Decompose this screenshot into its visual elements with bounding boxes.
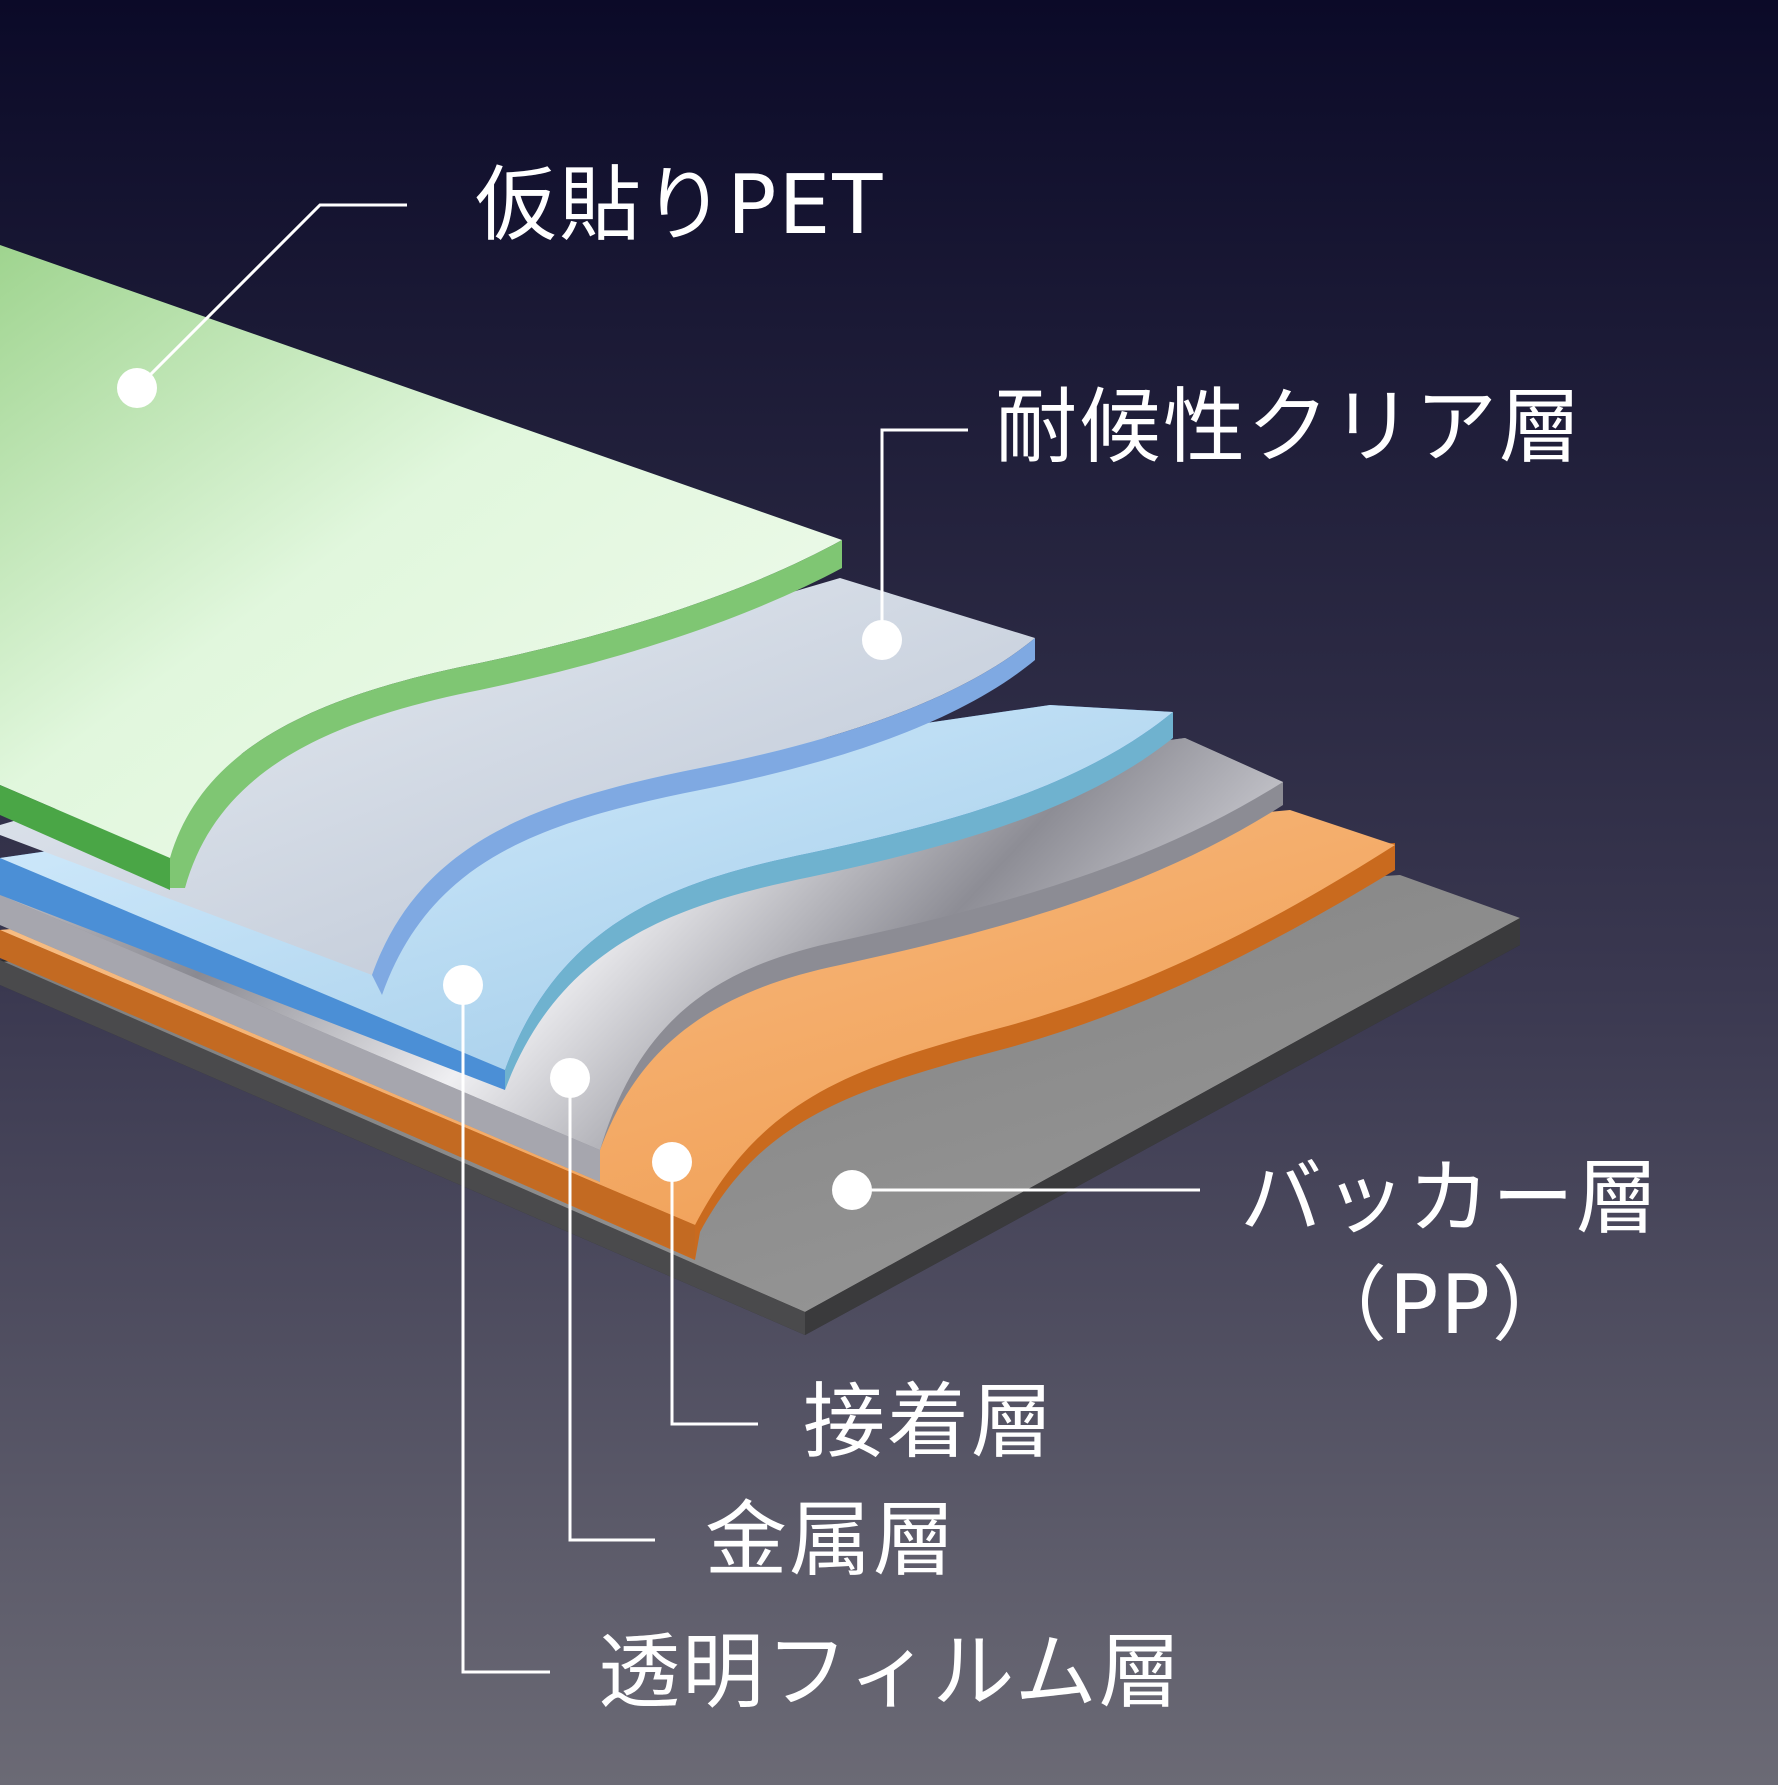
label-temp-pet: 仮貼りPET bbox=[475, 158, 885, 253]
label-transparent-film: 透明フィルム層 bbox=[598, 1625, 1183, 1720]
dot-transparent-film bbox=[443, 965, 483, 1005]
temp-pet-layer bbox=[0, 245, 842, 890]
dot-temp-pet bbox=[117, 368, 157, 408]
leader-transparent-film bbox=[461, 985, 550, 1674]
dot-backer bbox=[832, 1170, 872, 1210]
leader-temp-pet bbox=[135, 203, 407, 390]
dot-metal bbox=[550, 1058, 590, 1098]
label-backer: バッカー層 bbox=[1240, 1151, 1661, 1246]
anchor-dots bbox=[117, 368, 902, 1210]
transparent-film-layer bbox=[0, 705, 1173, 1090]
leader-weather-clear bbox=[880, 428, 968, 640]
metal-layer bbox=[0, 738, 1283, 1182]
leader-adhesive bbox=[670, 1162, 758, 1426]
leader-lines bbox=[135, 203, 1200, 1674]
label-metal: 金属層 bbox=[705, 1493, 958, 1588]
dot-weather-clear bbox=[862, 620, 902, 660]
weather-clear-layer bbox=[0, 578, 1035, 995]
label-weather-clear: 耐候性クリア層 bbox=[995, 380, 1584, 475]
dot-adhesive bbox=[652, 1142, 692, 1182]
label-backer-material: （PP） bbox=[1305, 1258, 1576, 1353]
leader-metal bbox=[568, 1078, 655, 1542]
label-adhesive: 接着層 bbox=[803, 1375, 1056, 1470]
